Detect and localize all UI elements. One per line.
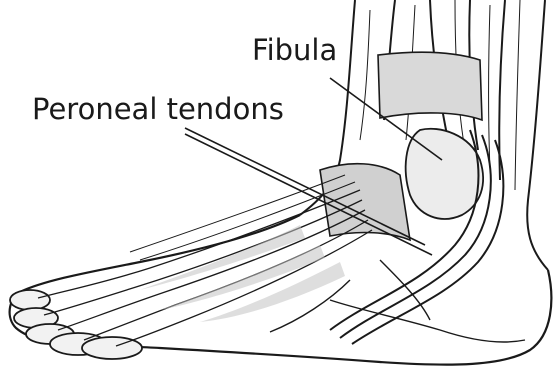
arch-lines: [270, 260, 525, 342]
toes: [10, 290, 142, 359]
fibula-label: Fibula: [252, 36, 337, 65]
peroneal-tendons-label: Peroneal tendons: [32, 95, 284, 124]
metatarsal-shading: [140, 225, 345, 322]
retinaculum-band: [320, 164, 410, 240]
